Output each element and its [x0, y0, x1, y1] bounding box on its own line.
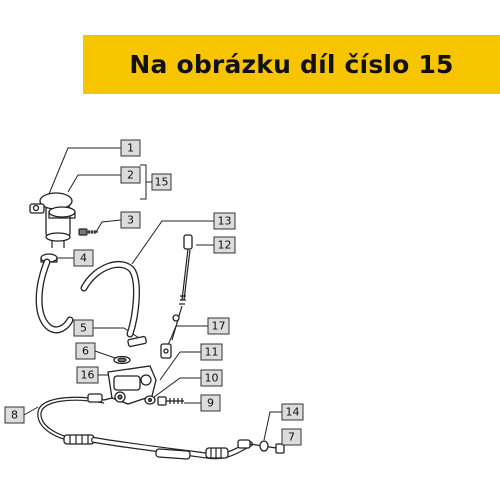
svg-text:16: 16: [81, 369, 95, 382]
washer: [144, 395, 156, 405]
callout-3: 3: [120, 211, 141, 229]
svg-text:3: 3: [127, 214, 134, 227]
leader-13: [131, 220, 214, 265]
svg-text:17: 17: [212, 320, 226, 333]
banjo-bolt: [249, 440, 285, 454]
svg-text:15: 15: [155, 176, 169, 189]
svg-text:14: 14: [286, 406, 300, 419]
reservoir-screw: [78, 228, 98, 236]
bolt: [157, 396, 184, 406]
leader-lines: [23, 147, 283, 450]
callout-1: 1: [120, 139, 141, 157]
fork-clevis: [160, 343, 172, 359]
reservoir-hose: [35, 258, 74, 334]
svg-text:13: 13: [218, 215, 232, 228]
svg-text:12: 12: [218, 239, 232, 252]
leader-8: [23, 406, 39, 416]
callout-2: 2: [120, 166, 141, 184]
brake-line: [37, 393, 253, 460]
callout-8: 8: [4, 406, 25, 424]
svg-text:11: 11: [205, 346, 219, 359]
master-cylinder: [103, 365, 157, 405]
hose-fitting: [127, 335, 147, 348]
leader-15: [140, 164, 147, 200]
callout-12: 12: [213, 236, 236, 254]
callout-14: 14: [281, 403, 304, 421]
title-banner: Na obrázku díl číslo 15: [83, 35, 500, 94]
svg-text:1: 1: [127, 142, 134, 155]
callout-7: 7: [281, 428, 302, 446]
svg-text:4: 4: [80, 252, 87, 265]
svg-text:7: 7: [288, 431, 295, 444]
seal-ring: [113, 355, 131, 365]
reservoir-cap: [48, 206, 76, 219]
svg-text:9: 9: [207, 397, 214, 410]
callout-17: 17: [207, 317, 230, 335]
svg-text:2: 2: [127, 169, 134, 182]
leader-3: [95, 219, 122, 233]
callout-10: 10: [200, 369, 223, 387]
callout-4: 4: [73, 249, 94, 267]
banner-title: Na obrázku díl číslo 15: [129, 50, 454, 79]
callout-13: 13: [213, 212, 236, 230]
svg-text:8: 8: [11, 409, 18, 422]
brake-fluid-reservoir: [39, 192, 73, 248]
leader-5: [93, 327, 143, 341]
svg-text:10: 10: [205, 372, 219, 385]
callout-16: 16: [76, 366, 99, 384]
leader-2: [67, 174, 121, 193]
leader-10: [149, 377, 201, 401]
svg-text:5: 5: [80, 322, 87, 335]
push-rod: [171, 234, 193, 341]
leader-14: [263, 411, 282, 441]
callout-15: 15: [151, 173, 172, 191]
fluid-hose: [80, 260, 140, 338]
callout-6: 6: [75, 342, 96, 360]
callout-5: 5: [73, 319, 94, 337]
callout-9: 9: [200, 394, 221, 412]
leader-1: [43, 147, 121, 207]
svg-text:6: 6: [82, 345, 89, 358]
callout-labels: 1 2 15 3 13 4 12 5 17 6 11 16 10 9 8 14 …: [4, 139, 304, 446]
callout-11: 11: [200, 343, 223, 361]
leader-11: [159, 351, 201, 381]
leader-6: [94, 350, 119, 360]
reservoir-bracket: [29, 203, 45, 214]
